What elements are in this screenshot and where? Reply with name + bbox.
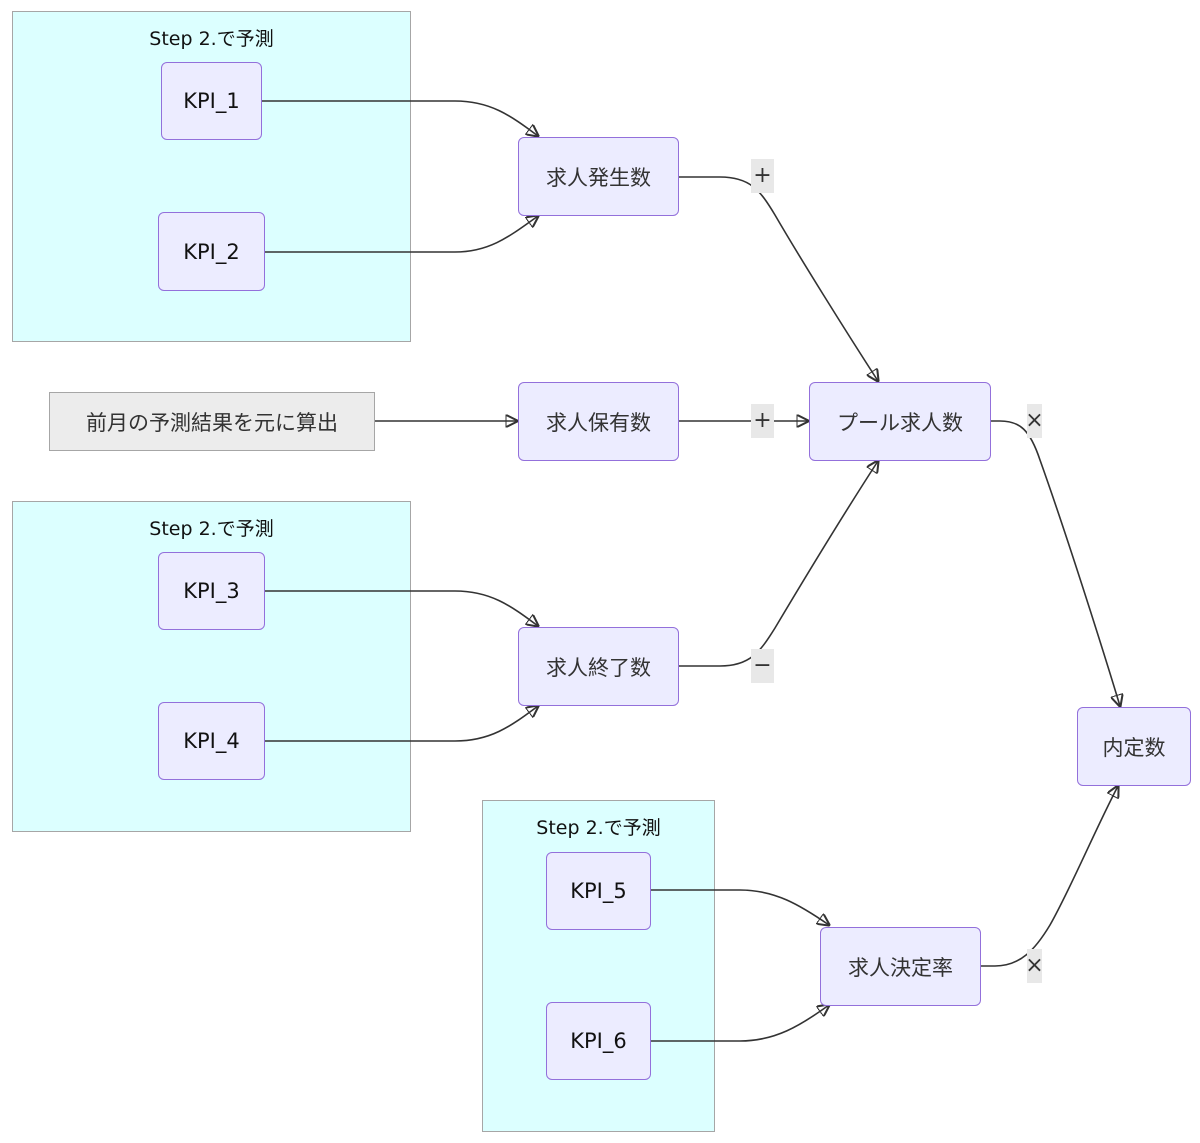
edge-decision-rate-to-offers bbox=[981, 786, 1118, 967]
cluster-title: Step 2.で予測 bbox=[149, 518, 274, 540]
edge-kpi5-to-decision-rate bbox=[651, 889, 829, 925]
edge-job-created-to-pool bbox=[679, 176, 878, 381]
node-job-held-count[interactable]: 求人保有数 bbox=[518, 382, 679, 461]
edge-kpi1-to-job-created bbox=[262, 100, 538, 136]
node-job-decision-rate[interactable]: 求人決定率 bbox=[820, 927, 981, 1006]
edge-kpi6-to-decision-rate bbox=[651, 1005, 829, 1042]
cluster-title: Step 2.で予測 bbox=[536, 817, 661, 839]
edge-label-plus: + bbox=[751, 159, 774, 193]
node-job-ended-count[interactable]: 求人終了数 bbox=[518, 627, 679, 706]
edge-label-multiply: × bbox=[1025, 404, 1044, 438]
cluster-title: Step 2.で予測 bbox=[149, 28, 274, 50]
edge-kpi2-to-job-created bbox=[265, 216, 538, 253]
edge-label-plus: + bbox=[751, 404, 774, 438]
edge-kpi4-to-job-ended bbox=[265, 706, 538, 742]
edge-label-minus: − bbox=[751, 649, 774, 683]
node-kpi-2[interactable]: KPI_2 bbox=[158, 212, 265, 291]
edge-job-ended-to-pool bbox=[679, 461, 878, 667]
node-offer-count[interactable]: 内定数 bbox=[1077, 707, 1191, 786]
node-pool-job-count[interactable]: プール求人数 bbox=[809, 382, 991, 461]
edge-kpi3-to-job-ended bbox=[265, 590, 538, 626]
node-kpi-6[interactable]: KPI_6 bbox=[546, 1002, 651, 1080]
edge-pool-to-offers bbox=[991, 420, 1120, 706]
node-kpi-4[interactable]: KPI_4 bbox=[158, 702, 265, 780]
node-job-created-count[interactable]: 求人発生数 bbox=[518, 137, 679, 216]
node-kpi-5[interactable]: KPI_5 bbox=[546, 852, 651, 930]
node-previous-month-calculation[interactable]: 前月の予測結果を元に算出 bbox=[49, 392, 375, 451]
node-kpi-3[interactable]: KPI_3 bbox=[158, 552, 265, 630]
edge-label-multiply: × bbox=[1025, 949, 1044, 983]
node-kpi-1[interactable]: KPI_1 bbox=[161, 62, 262, 140]
